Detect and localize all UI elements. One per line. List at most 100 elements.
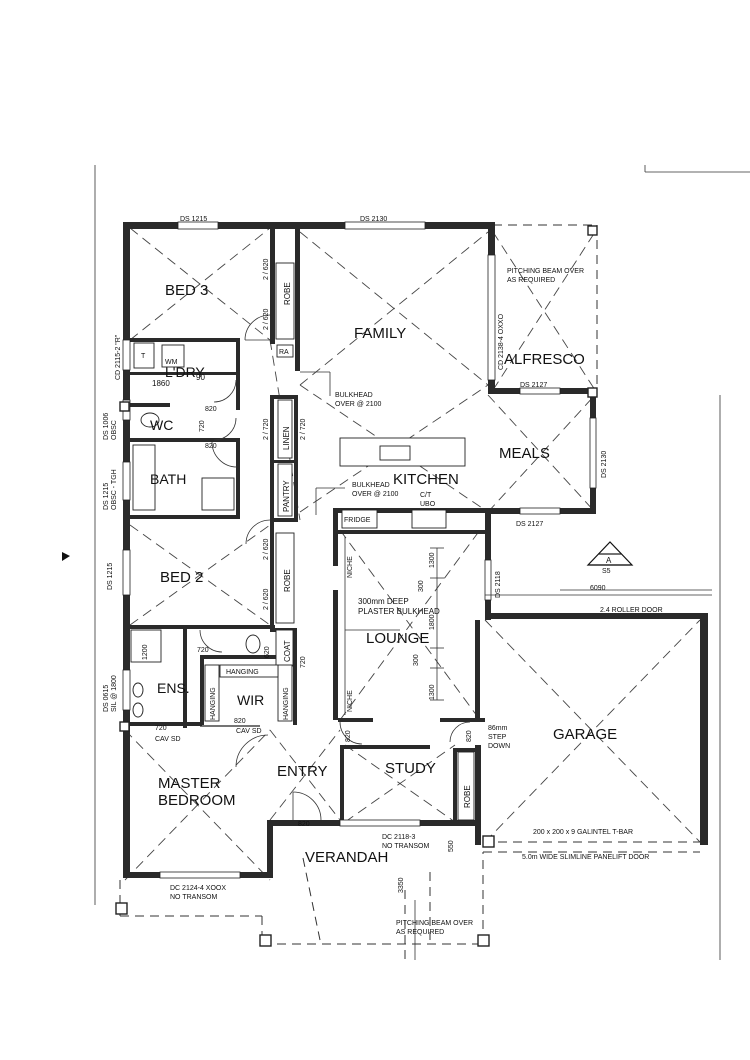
cooktop-icon	[411, 509, 447, 529]
note-ds0615-a: DS 0615	[103, 685, 110, 712]
dim-3350: 3350	[398, 877, 405, 893]
hanging-top-label: HANGING	[226, 669, 259, 676]
dim-820d: 820	[345, 730, 352, 742]
note-ds2130-side: DS 2130	[601, 451, 608, 478]
trough-label: T	[141, 353, 146, 360]
note-ds1215-tgh-a: DS 1215	[103, 483, 110, 510]
fridge-label: FRIDGE	[344, 517, 371, 524]
linen-cupboard	[277, 399, 293, 459]
room-master-line1: MASTER	[158, 775, 221, 792]
room-family: FAMILY	[354, 325, 406, 342]
wir-hanging-top	[219, 664, 279, 678]
dim-820c: 820	[234, 718, 246, 725]
note-plaster-1: 300mm DEEP	[358, 597, 409, 606]
wm-label: WM	[165, 359, 178, 366]
bulkhead-lines	[300, 371, 712, 715]
dim-300a: 300	[418, 580, 425, 592]
note-cavsd-1: CAV SD	[155, 736, 181, 743]
dim-550: 550	[448, 840, 455, 852]
note-ds1006-b: OBSC	[111, 420, 118, 440]
fixtures	[130, 262, 475, 821]
note-bulkhead1-a: BULKHEAD	[335, 392, 373, 399]
note-pitching2-b: AS REQUIRED	[396, 929, 444, 936]
note-cavsd-2: CAV SD	[236, 728, 262, 735]
dim-720d: 720	[300, 656, 307, 668]
room-wir: WIR	[237, 692, 264, 708]
note-bulkhead2-b: OVER @ 2100	[352, 491, 399, 498]
washing-machine-icon	[161, 344, 185, 368]
shower-icon	[201, 477, 235, 511]
note-galintel: 200 x 200 x 9 GALINTEL T-BAR	[533, 829, 633, 836]
page-marks	[62, 165, 750, 960]
section-arrow-icon	[62, 552, 70, 561]
dim-720e: 720	[197, 647, 209, 654]
note-ds0615-b: SIL @ 1800	[111, 675, 118, 712]
note-dc2124-a: DC 2124-4 XOOX	[170, 885, 226, 892]
toilet-wc-icon	[140, 412, 160, 428]
dim-620b: 2 / 620	[263, 308, 270, 330]
room-laundry: L'DRY	[165, 364, 205, 380]
note-ds1006-a: DS 1006	[103, 413, 110, 440]
coat-label: COAT	[283, 640, 292, 662]
basin-icon	[132, 702, 144, 718]
study-robe	[457, 751, 475, 821]
dim-820f: 820	[298, 821, 310, 828]
note-ds2127b: DS 2127	[516, 521, 543, 528]
fridge-space	[341, 509, 378, 529]
room-ensuite: ENS.	[157, 680, 190, 696]
note-ds1215-top: DS 1215	[180, 216, 207, 223]
note-pitching1-b: AS REQUIRED	[507, 277, 555, 284]
note-ds2127a: DS 2127	[520, 382, 547, 389]
dim-720f: 720	[155, 725, 167, 732]
dim-820e: 820	[466, 730, 473, 742]
note-step-2: STEP	[488, 734, 507, 741]
windows	[122, 221, 597, 879]
room-lounge: LOUNGE	[366, 630, 429, 647]
ra-label: RA	[279, 349, 289, 356]
dim-90: 90	[196, 373, 205, 382]
note-roller-door: 2.4 ROLLER DOOR	[600, 607, 663, 614]
bed2-robe-label: ROBE	[283, 569, 292, 592]
sink-icon	[379, 445, 411, 461]
ensuite-toilet-icon	[245, 634, 261, 654]
niche-bottom-label: NICHE	[347, 690, 354, 712]
hanging-left-label: HANGING	[210, 687, 217, 720]
room-study: STUDY	[385, 760, 436, 777]
study-robe-label: ROBE	[463, 785, 472, 808]
note-step-3: DOWN	[488, 743, 510, 750]
note-plaster-2: PLASTER BULKHEAD	[358, 607, 440, 616]
hanging-right-label: HANGING	[283, 687, 290, 720]
note-dc2124-b: NO TRANSOM	[170, 894, 217, 901]
section-marker	[586, 541, 634, 566]
laundry-trough-icon	[133, 342, 155, 369]
ensuite-shower-icon	[130, 629, 162, 663]
wir-hanging-right	[277, 664, 293, 722]
note-dc2118-a: DC 2118-3	[382, 834, 415, 841]
dim-1300b: 1300	[429, 684, 436, 700]
note-bulkhead1-b: OVER @ 2100	[335, 401, 382, 408]
bed2-robe	[275, 532, 295, 624]
note-ds1215-tgh-b: OBSC - TGH	[111, 469, 118, 510]
ra-cabinet	[276, 344, 294, 358]
note-step-1: 86mm	[488, 725, 508, 732]
note-cd2138: CD 2138-4 OXXO	[498, 313, 505, 370]
bed3-robe-label: ROBE	[283, 282, 292, 305]
door-swings	[199, 314, 471, 821]
room-wc: WC	[150, 417, 173, 433]
section-s5-label: S5	[602, 568, 611, 575]
room-entry: ENTRY	[277, 763, 328, 780]
dim-620c: 2 / 620	[263, 538, 270, 560]
dim-820b: 820	[205, 443, 217, 450]
dim-300b: 300	[413, 654, 420, 666]
note-cd2115: CD 2115-2 "R"	[115, 334, 122, 380]
dim-620a: 2 / 620	[263, 258, 270, 280]
dim-6090: 6090	[590, 585, 606, 592]
section-a-label: A	[606, 556, 612, 565]
basin-icon	[132, 682, 144, 698]
note-pitching1-a: PITCHING BEAM OVER	[507, 268, 584, 275]
room-garage: GARAGE	[553, 726, 617, 743]
dim-720a: 2 / 720	[263, 418, 270, 440]
note-ds1215-bed2: DS 1215	[107, 563, 114, 590]
wir-hanging-left	[204, 664, 220, 722]
